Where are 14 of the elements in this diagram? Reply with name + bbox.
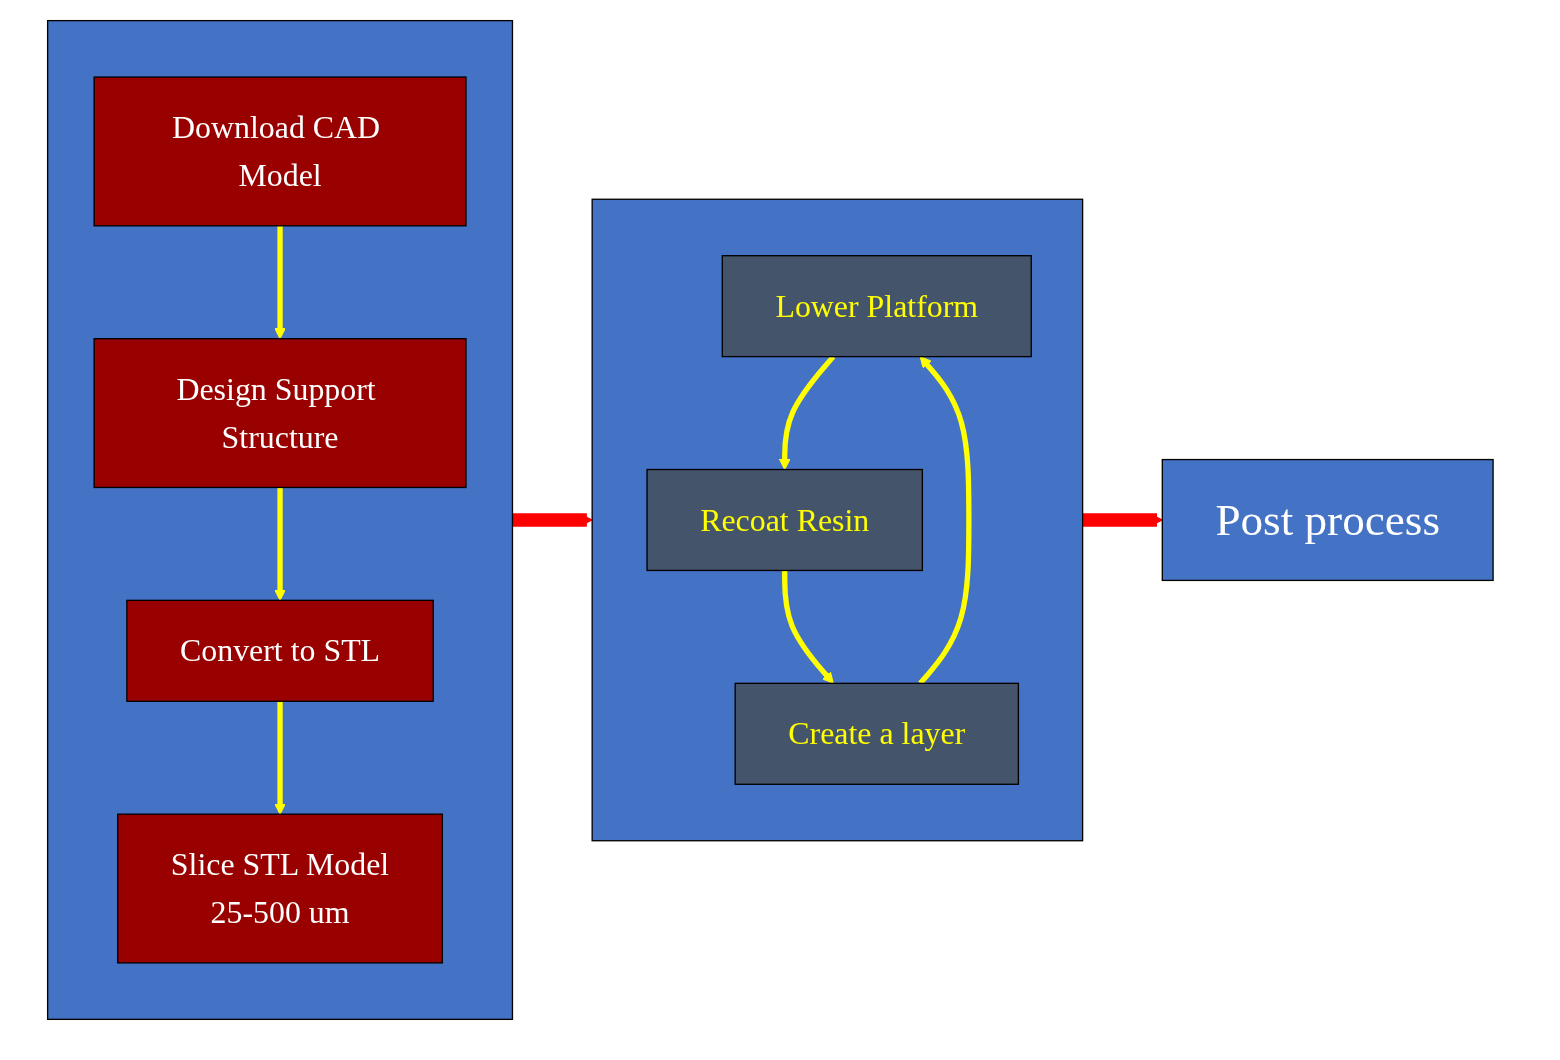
- node-box: Recoat Resin: [646, 468, 923, 572]
- arrow: [273, 487, 286, 601]
- cluster: [591, 198, 1083, 842]
- node-box: Download CAD Model: [93, 76, 467, 227]
- node-box: Design Support Structure: [93, 338, 467, 489]
- node-box: Lower Platform: [721, 255, 1032, 358]
- arrow: [781, 570, 834, 684]
- node-box: Create a layer: [734, 682, 1019, 785]
- node-box: Post process: [1161, 458, 1494, 582]
- cluster: [46, 19, 513, 1021]
- arrow: [273, 225, 286, 340]
- arrow: [273, 701, 286, 815]
- node-box: Slice STL Model 25-500 um: [116, 813, 443, 964]
- node-box: Convert to STL: [125, 599, 434, 702]
